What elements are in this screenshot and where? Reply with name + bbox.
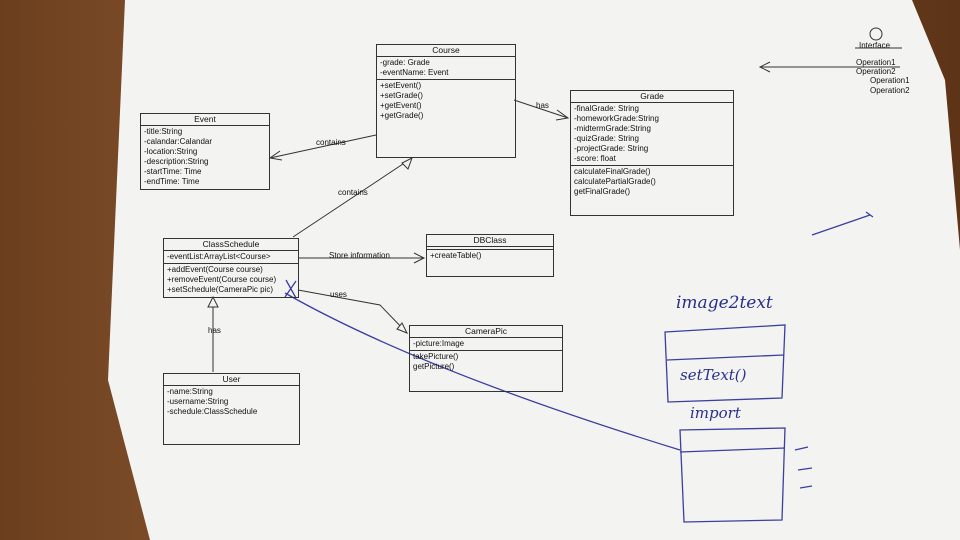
pen-box-upper-divider	[666, 354, 785, 361]
relation-label-contains-event: contains	[316, 138, 346, 147]
arrowhead-interface-legend	[758, 61, 771, 73]
method: +getGrade()	[380, 111, 424, 120]
relation-label-has-grade: has	[536, 101, 549, 110]
method: +setSchedule(CameraPic pic)	[167, 285, 274, 294]
class-name: User	[164, 374, 299, 386]
class-name: ClassSchedule	[164, 239, 298, 251]
pen-x-mark	[284, 279, 297, 299]
relation-label-has-user: has	[208, 326, 221, 335]
arrowhead-schedule-db	[413, 252, 426, 264]
relation-label-uses: uses	[330, 290, 347, 299]
interface-legend-title: Interface	[859, 41, 891, 50]
class-box-course: Course -grade: Grade -eventName: Event +…	[376, 44, 516, 158]
line-course-event	[269, 134, 377, 159]
attribute: -calandar:Calandar	[144, 137, 213, 146]
attribute: -name:String	[167, 387, 213, 396]
class-box-camera-pic: CameraPic -picture:Image takePicture() g…	[409, 325, 563, 392]
interface-legend-op-overlay-2: Operation2	[856, 67, 896, 76]
method: takePicture()	[413, 352, 459, 361]
class-attributes: -picture:Image	[410, 338, 562, 350]
interface-legend-op-2: Operation2	[870, 86, 910, 95]
class-name: DBClass	[427, 235, 553, 247]
pen-box-lower	[679, 427, 786, 523]
class-box-db-class: DBClass +createTable()	[426, 234, 554, 277]
class-methods: +setEvent() +setGrade() +getEvent() +get…	[377, 79, 515, 122]
method: calculateFinalGrade()	[574, 167, 651, 176]
interface-legend-op-1: Operation1	[870, 76, 910, 85]
arrowhead-user-schedule	[207, 295, 219, 308]
class-methods: +addEvent(Course course) +removeEvent(Co…	[164, 263, 298, 296]
attribute: -grade: Grade	[380, 58, 430, 67]
class-name: Course	[377, 45, 515, 57]
attribute: -description:String	[144, 157, 209, 166]
attribute: -finalGrade: String	[574, 104, 639, 113]
attribute: -picture:Image	[413, 339, 465, 348]
pen-box-lower-divider	[679, 447, 786, 453]
method: +setEvent()	[380, 81, 422, 90]
attribute: -score: float	[574, 154, 616, 163]
attribute: -eventName: Event	[380, 68, 449, 77]
attribute: -midtermGrade:String	[574, 124, 651, 133]
pen-mark-right	[811, 211, 874, 236]
attribute: -location:String	[144, 147, 198, 156]
arrowhead-course-grade	[555, 109, 570, 121]
class-attributes: -name:String -username:String -schedule:…	[164, 386, 299, 418]
attribute: -projectGrade: String	[574, 144, 649, 153]
class-name: Grade	[571, 91, 733, 103]
handwritten-import: import	[690, 404, 741, 422]
class-box-class-schedule: ClassSchedule -eventList:ArrayList<Cours…	[163, 238, 299, 298]
attribute: -username:String	[167, 397, 229, 406]
class-methods: takePicture() getPicture()	[410, 350, 562, 373]
class-name: CameraPic	[410, 326, 562, 338]
line-schedule-camera	[297, 289, 408, 334]
method: +removeEvent(Course course)	[167, 275, 277, 284]
attribute: -endTime: Time	[144, 177, 200, 186]
interface-legend-op-overlay-1: Operation1	[856, 58, 896, 67]
class-name: Event	[141, 114, 269, 126]
class-box-event: Event -title:String -calandar:Calandar -…	[140, 113, 270, 190]
relation-label-contains-course: contains	[338, 188, 368, 197]
arrowhead-schedule-camera	[396, 322, 409, 334]
class-box-user: User -name:String -username:String -sche…	[163, 373, 300, 445]
method: calculatePartialGrade()	[574, 177, 656, 186]
attribute: -schedule:ClassSchedule	[167, 407, 258, 416]
handwritten-method: setText()	[680, 366, 747, 384]
attribute: -quizGrade: String	[574, 134, 639, 143]
class-box-grade: Grade -finalGrade: String -homeworkGrade…	[570, 90, 734, 216]
line-course-grade	[513, 99, 569, 119]
method: getPicture()	[413, 362, 455, 371]
method: +getEvent()	[380, 101, 422, 110]
attribute: -startTime: Time	[144, 167, 202, 176]
class-attributes: -grade: Grade -eventName: Event	[377, 57, 515, 79]
attribute: -homeworkGrade:String	[574, 114, 659, 123]
arrowhead-course-event	[268, 150, 283, 161]
handwritten-title: image2text	[676, 293, 773, 313]
attribute: -eventList:ArrayList<Course>	[167, 252, 271, 261]
class-attributes: -finalGrade: String -homeworkGrade:Strin…	[571, 103, 733, 165]
pen-strike-line	[284, 292, 681, 451]
class-methods: calculateFinalGrade() calculatePartialGr…	[571, 165, 733, 198]
class-methods: +createTable()	[427, 249, 553, 262]
method: +addEvent(Course course)	[167, 265, 263, 274]
class-attributes: -title:String -calandar:Calandar -locati…	[141, 126, 269, 188]
method: +setGrade()	[380, 91, 423, 100]
method: getFinalGrade()	[574, 187, 631, 196]
arrowhead-schedule-course	[401, 156, 413, 170]
pen-dashes	[794, 446, 813, 489]
pen-box-upper	[664, 324, 786, 403]
relation-label-store-information: Store information	[329, 251, 390, 260]
method: +createTable()	[430, 251, 482, 260]
line-schedule-course	[292, 157, 413, 238]
attribute: -title:String	[144, 127, 183, 136]
class-attributes: -eventList:ArrayList<Course>	[164, 251, 298, 263]
